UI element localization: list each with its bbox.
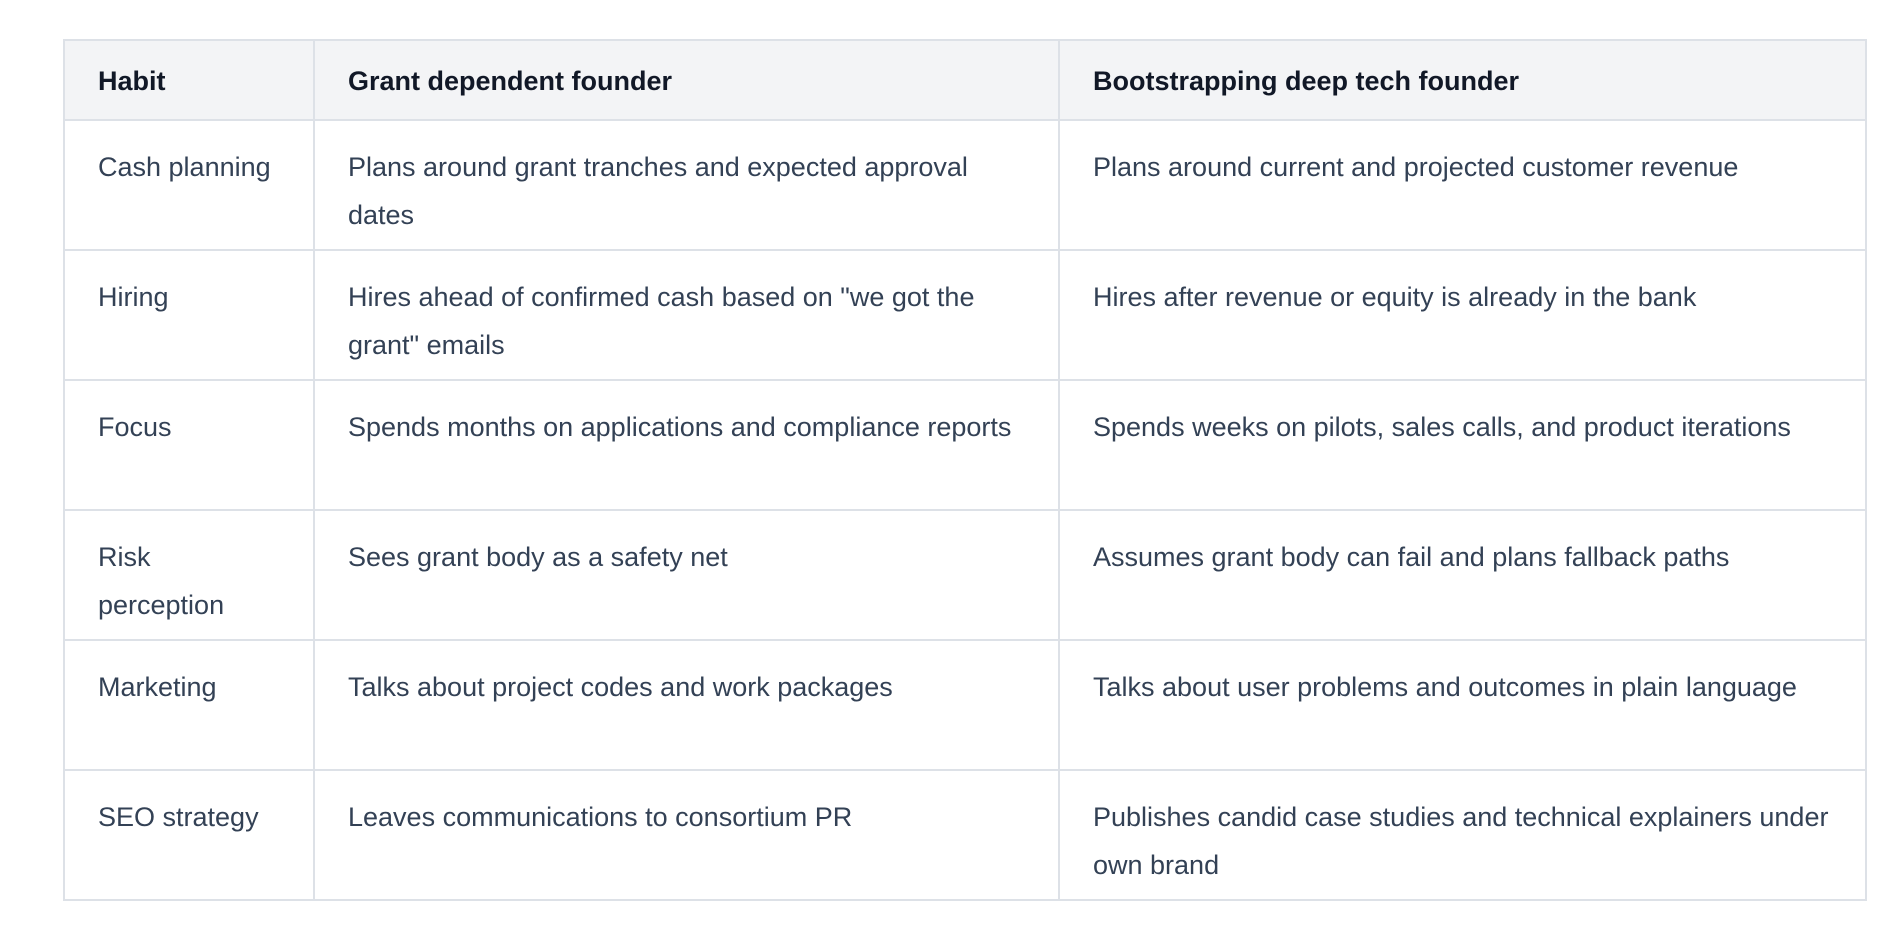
table-row: Marketing Talks about project codes and … xyxy=(63,639,1867,771)
bootstrap-founder-cell: Hires after revenue or equity is already… xyxy=(1058,249,1867,381)
grant-founder-cell: Leaves communications to consortium PR xyxy=(313,769,1060,901)
bootstrap-founder-cell: Talks about user problems and outcomes i… xyxy=(1058,639,1867,771)
grant-founder-cell: Spends months on applications and compli… xyxy=(313,379,1060,511)
bootstrap-founder-cell: Publishes candid case studies and techni… xyxy=(1058,769,1867,901)
table-row: Focus Spends months on applications and … xyxy=(63,379,1867,511)
table-row: Risk perception Sees grant body as a saf… xyxy=(63,509,1867,641)
habit-comparison-table: Habit Grant dependent founder Bootstrapp… xyxy=(63,39,1867,901)
header-bootstrapping-founder: Bootstrapping deep tech founder xyxy=(1058,39,1867,121)
habit-cell: Hiring xyxy=(63,249,315,381)
grant-founder-cell: Talks about project codes and work packa… xyxy=(313,639,1060,771)
bootstrap-founder-cell: Assumes grant body can fail and plans fa… xyxy=(1058,509,1867,641)
table-row: Hiring Hires ahead of confirmed cash bas… xyxy=(63,249,1867,381)
grant-founder-cell: Plans around grant tranches and expected… xyxy=(313,119,1060,251)
habit-cell: Marketing xyxy=(63,639,315,771)
habit-cell: SEO strategy xyxy=(63,769,315,901)
bootstrap-founder-cell: Spends weeks on pilots, sales calls, and… xyxy=(1058,379,1867,511)
habit-cell: Risk perception xyxy=(63,509,315,641)
bootstrap-founder-cell: Plans around current and projected custo… xyxy=(1058,119,1867,251)
table-body: Cash planning Plans around grant tranche… xyxy=(63,119,1867,901)
table-header: Habit Grant dependent founder Bootstrapp… xyxy=(63,39,1867,121)
table-row: SEO strategy Leaves communications to co… xyxy=(63,769,1867,901)
header-grant-dependent-founder: Grant dependent founder xyxy=(313,39,1060,121)
grant-founder-cell: Sees grant body as a safety net xyxy=(313,509,1060,641)
habit-cell: Cash planning xyxy=(63,119,315,251)
header-habit: Habit xyxy=(63,39,315,121)
table-row: Cash planning Plans around grant tranche… xyxy=(63,119,1867,251)
header-row: Habit Grant dependent founder Bootstrapp… xyxy=(63,39,1867,121)
grant-founder-cell: Hires ahead of confirmed cash based on "… xyxy=(313,249,1060,381)
habit-cell: Focus xyxy=(63,379,315,511)
